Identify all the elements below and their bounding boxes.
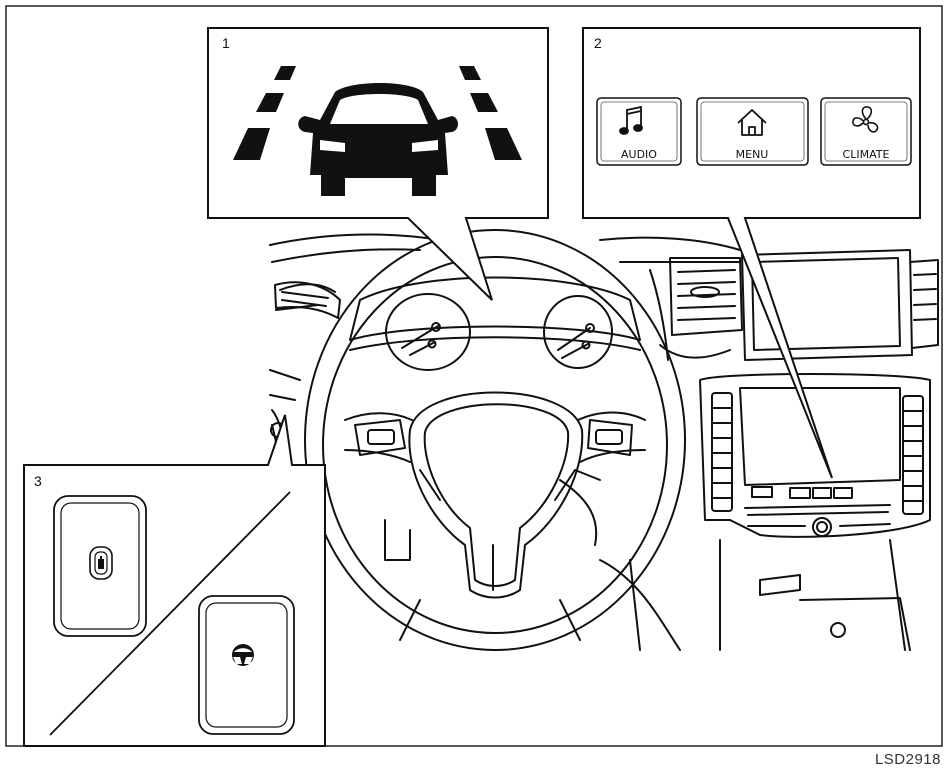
dashboard-line-art	[269, 229, 939, 651]
panel-3-label: 3	[34, 473, 42, 489]
lane-camera-switch-icon	[89, 546, 113, 580]
diagonal-divider	[49, 491, 291, 736]
panel-2-label: 2	[594, 35, 602, 51]
climate-button[interactable]: CLIMATE	[820, 97, 912, 166]
fan-icon	[852, 106, 879, 133]
menu-button[interactable]: MENU	[696, 97, 809, 166]
climate-button-label: CLIMATE	[843, 148, 890, 161]
callout-2: 2 AUDIO MENU	[582, 27, 921, 479]
callout-1: 1	[207, 27, 549, 301]
home-icon	[737, 109, 767, 136]
steering-assist-switch[interactable]	[198, 595, 295, 735]
audio-button-label: AUDIO	[621, 148, 657, 161]
callout-3: 3	[23, 414, 326, 747]
lane-camera-switch[interactable]	[53, 495, 147, 637]
figure-frame	[5, 5, 943, 747]
steering-wheel-icon	[232, 644, 254, 666]
menu-button-label: MENU	[736, 148, 769, 161]
audio-button[interactable]: AUDIO	[596, 97, 682, 166]
music-note-icon	[619, 105, 643, 135]
panel-1-label: 1	[222, 35, 230, 51]
figure-code: LSD2918	[874, 751, 941, 768]
